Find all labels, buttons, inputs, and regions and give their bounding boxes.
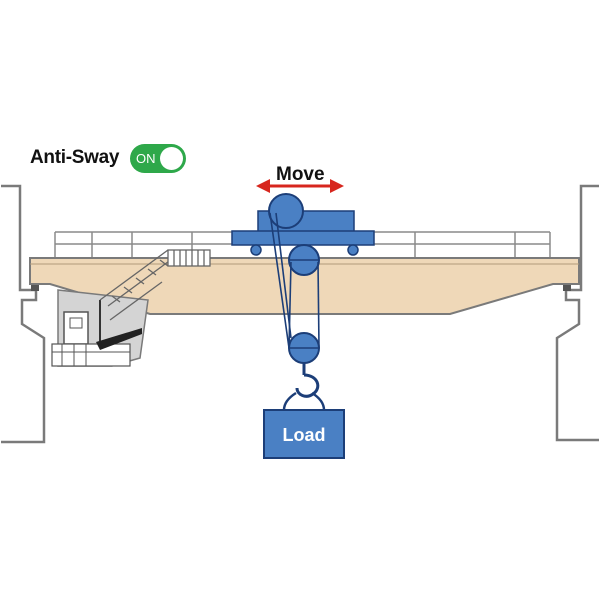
left-runway-wall xyxy=(1,184,46,444)
load-box xyxy=(263,409,345,459)
right-end-wheel xyxy=(563,283,571,291)
crane-girder xyxy=(29,257,580,315)
trolley-wheel-right xyxy=(347,244,359,256)
right-runway-wall xyxy=(555,184,599,442)
anti-sway-label: Anti-Sway xyxy=(30,147,120,168)
cab-window-pane xyxy=(69,317,83,329)
anti-sway-toggle[interactable]: ON xyxy=(130,144,186,173)
crane-trolley xyxy=(231,193,375,276)
move-direction-arrow xyxy=(256,179,344,193)
hoist-drum xyxy=(268,193,304,229)
load-slings xyxy=(282,391,326,411)
load-label: Load xyxy=(282,425,326,445)
operator-cab xyxy=(51,289,149,367)
cab-platform-rail xyxy=(52,344,130,366)
access-staircase xyxy=(99,249,211,321)
trolley-base xyxy=(231,230,375,246)
cab-platform xyxy=(51,343,131,367)
toggle-knob xyxy=(160,147,183,170)
move-label: Move xyxy=(276,164,325,185)
left-end-wheel xyxy=(31,283,39,291)
cab-floor xyxy=(96,328,142,350)
crane-hook-icon xyxy=(295,373,320,398)
toggle-state-text: ON xyxy=(136,151,156,166)
hoist-ropes xyxy=(269,212,320,349)
trolley-wheel-left xyxy=(250,244,262,256)
